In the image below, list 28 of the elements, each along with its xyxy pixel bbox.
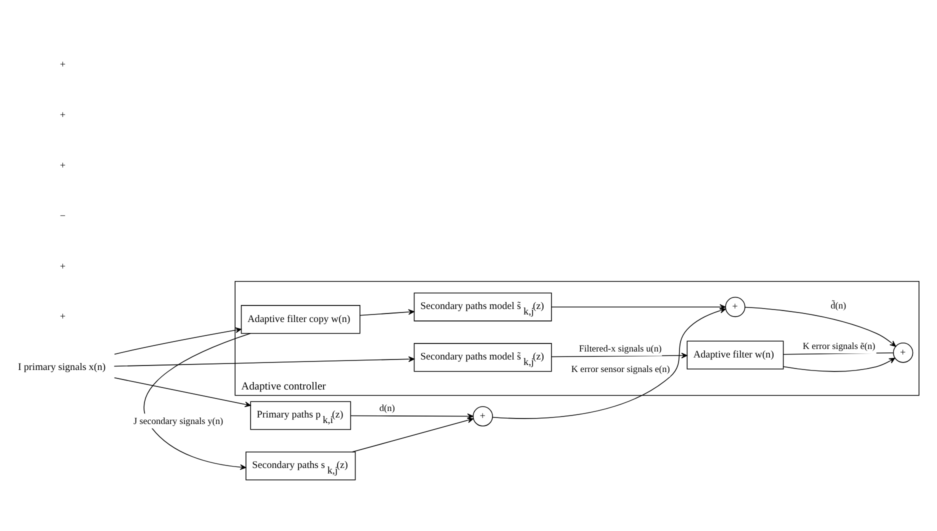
node-text: I primary signals x(n)	[18, 362, 106, 374]
edge-label: K error signals ẽ(n)	[802, 342, 876, 352]
node-circle: +	[725, 296, 746, 318]
arrow	[144, 333, 251, 470]
arrow	[360, 309, 414, 316]
node-circle: +	[893, 342, 914, 363]
label: +	[60, 261, 66, 272]
arrow	[114, 356, 414, 367]
node-box: Adaptive filter copy w(n)	[240, 305, 360, 334]
arrow	[114, 377, 251, 408]
edge-label: K error sensor signals e(n)	[571, 365, 670, 376]
edge-label: J secondary signals y(n)	[134, 416, 224, 427]
arrow	[352, 417, 474, 452]
arrow	[783, 358, 896, 372]
arrow	[551, 352, 688, 358]
edge-label: Filtered-x signals u(n)	[578, 344, 662, 354]
label: +	[60, 60, 66, 71]
arrow	[492, 308, 726, 419]
node-box: Adaptive filter w(n)	[686, 340, 784, 370]
label: +	[60, 312, 66, 323]
label: +	[60, 110, 66, 122]
arrow	[114, 327, 242, 355]
edge-label: d(n)	[379, 404, 395, 414]
label: −	[60, 210, 66, 222]
arrow	[744, 306, 896, 347]
edge-label: d̃(n)	[830, 302, 846, 312]
node-circle: +	[472, 406, 493, 426]
label: +	[60, 160, 66, 172]
